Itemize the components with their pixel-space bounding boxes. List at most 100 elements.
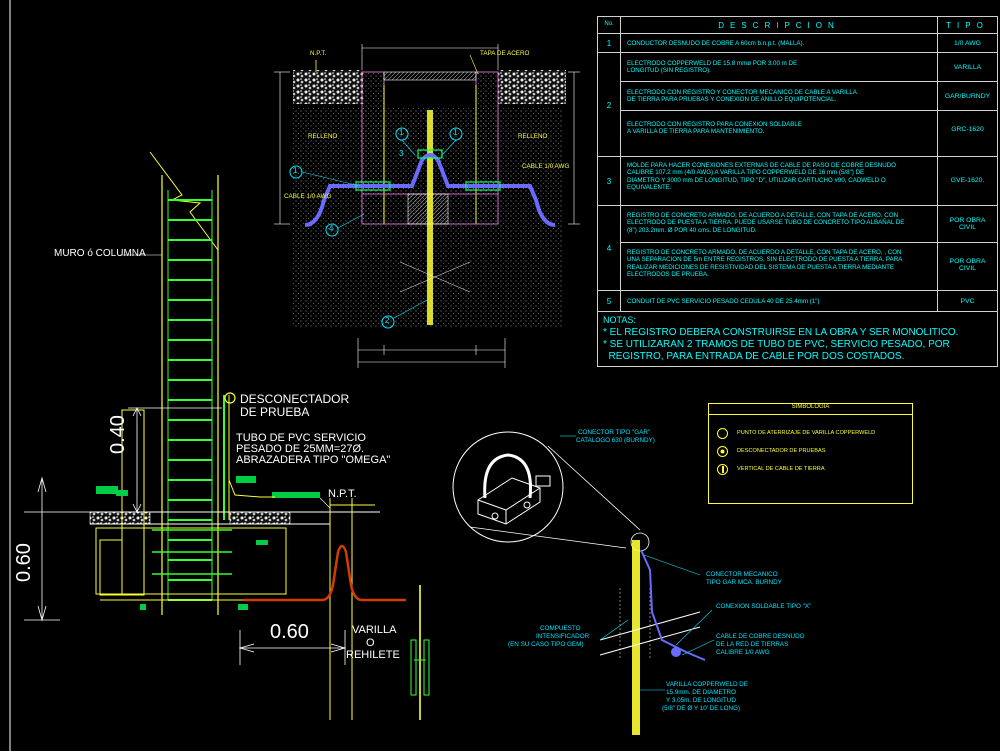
row5-desc-cell: CONDUIT DE PVC SERVICIO PESADO CEDULA 40… <box>620 290 938 312</box>
note-line-1: * EL REGISTRO DEBERA CONSTRUIRSE EN LA O… <box>603 327 959 338</box>
header-no: No. <box>604 21 614 27</box>
left-relleno-label: RELLENO <box>308 133 338 140</box>
row2c-tipo: GRC-1620 <box>951 126 984 133</box>
legend-item-label: PUNTO DE ATERRIZAJE DE VARILLA COPPERWEL… <box>737 430 876 436</box>
varilla-label-line1: VARILLA <box>352 624 397 636</box>
row1-desc-cell: CONDUCTOR DESNUDO DE COBRE A 60cm b.n.p.… <box>620 33 938 53</box>
legend-title: SIMBOLOGIA <box>709 404 912 415</box>
description-table: No. DESCRIPCION TIPO 1 CONDUCTOR DESNUDO… <box>597 16 998 367</box>
connector-detail <box>452 431 715 735</box>
row1-tipo-cell: 1/0 AWG <box>937 33 998 53</box>
row3-desc: MOLDE PARA HACER CONEXIONES EXTERNAS DE … <box>627 162 896 192</box>
conector-gar-label-line1: CONECTOR TIPO "GAR" <box>578 429 651 436</box>
section-npt-label: N.P.T. <box>310 50 327 57</box>
dim-060-horizontal-label: 0.60 <box>270 621 309 643</box>
npt-label: N.P.T. <box>328 488 357 500</box>
row4b-tipo-cell: POR OBRA CIVIL <box>937 242 998 291</box>
note-line-2: * SE UTILIZARAN 2 TRAMOS DE TUBO DE PVC,… <box>603 339 950 350</box>
desconectador-symbol-icon <box>717 446 728 457</box>
row2b-desc-cell: ELECTRODO CON REGISTRO Y CONECTOR MECANI… <box>620 81 938 111</box>
row2a-desc-cell: ELECTRODO COPPERWELD DE 15.8 mmø POR 3.0… <box>620 52 938 82</box>
row2-no: 2 <box>606 101 612 110</box>
row2b-desc: ELECTRODO CON REGISTRO Y CONECTOR MECANI… <box>627 89 857 104</box>
row3-desc-cell: MOLDE PARA HACER CONEXIONES EXTERNAS DE … <box>620 156 938 206</box>
conector-mecanico-label-line2: TIPO GAR MCA. BURNDY <box>706 579 782 586</box>
note-line-3: REGISTRO, PARA ENTRADA DE CABLE POR DOS … <box>603 351 905 362</box>
row5-tipo-cell: PVC <box>937 290 998 312</box>
row2c-desc-cell: ELECTRODO CON REGISTRO PARA CONEXION SOL… <box>620 110 938 157</box>
right-relleno-label: RELLENO <box>518 133 548 140</box>
varilla-copperweld-label-line1: VARILLA COPPERWELD DE <box>666 681 749 688</box>
desconectador-label-line2: DE PRUEBA <box>240 405 310 419</box>
left-cable-label: CABLE 1/0 AWG <box>284 193 332 200</box>
right-cable-label: CABLE 1/0 AWG <box>522 163 570 170</box>
varilla-copperweld-label-line3: Y 3.05m. DE LONGITUD <box>666 697 736 704</box>
header-tipo: TIPO <box>946 21 989 30</box>
row1-no: 1 <box>606 39 612 48</box>
row4a-desc: REGISTRO DE CONCRETO ARMADO, DE ACUERDO … <box>627 212 905 234</box>
dim-060-vertical-label: 0.60 <box>13 543 35 582</box>
row2a-desc: ELECTRODO COPPERWELD DE 15.8 mmø POR 3.0… <box>627 60 798 75</box>
row2c-desc: ELECTRODO CON REGISTRO PARA CONEXION SOL… <box>627 121 802 136</box>
conector-gar-label-line2: CATALOGO 630 (BURNDY) <box>576 437 655 444</box>
varilla-label-line2: O <box>366 637 375 649</box>
tubo-label-line3: ABRAZADERA TIPO "OMEGA" <box>236 454 391 466</box>
cable-cobre-label-line2: DE LA RED DE TIERRAS <box>716 641 789 648</box>
dim-040-label: 0.40 <box>107 415 129 454</box>
callout-1c: 1 <box>293 166 298 175</box>
callout-1a: 1 <box>399 128 404 137</box>
row5-desc: CONDUIT DE PVC SERVICIO PESADO CEDULA 40… <box>627 298 820 305</box>
tubo-label-line2: PESADO DE 25MM=27Ø. <box>236 443 365 455</box>
row2b-tipo-cell: GAR/BURNDY <box>937 81 998 111</box>
compuesto-label-line1: COMPUESTO <box>540 625 581 632</box>
tapa-acero-label: TAPA DE ACERO <box>480 50 530 57</box>
row4-no-cell: 4 <box>597 205 621 291</box>
row1-no-cell: 1 <box>597 33 621 53</box>
simbologia-legend: SIMBOLOGIA PUNTO DE ATERRIZAJE DE VARILL… <box>708 403 913 504</box>
row2c-tipo-cell: GRC-1620 <box>937 110 998 157</box>
callout-3: 3 <box>399 149 404 158</box>
header-tipo-cell: TIPO <box>937 16 998 34</box>
varilla-label-line3: REHILETE <box>346 649 400 661</box>
vertical-cable-symbol-icon <box>717 464 728 475</box>
varilla-copperweld-label-line4: (5/8" DE Ø Y 10' DE LONG) <box>662 705 741 712</box>
row4-no: 4 <box>606 244 612 253</box>
row4a-tipo: POR OBRA CIVIL <box>949 217 986 231</box>
header-descripcion: DESCRIPCION <box>718 21 840 30</box>
notes-title: NOTAS: <box>603 315 636 325</box>
compuesto-label-line3: (EN SU CASO TIPO GEM) <box>508 641 584 648</box>
row2a-tipo: VARILLA <box>953 64 982 71</box>
registro-section-detail <box>274 44 580 368</box>
row5-no: 5 <box>606 297 612 306</box>
compuesto-label-line2: INTENSIFICADOR <box>536 633 590 640</box>
row4b-desc-cell: REGISTRO DE CONCRETO ARMADO, DE ACUERDO … <box>620 242 938 291</box>
aterrizaje-symbol-icon <box>717 428 728 439</box>
row3-tipo-cell: GVE-1620. <box>937 156 998 206</box>
desconectador-label-line1: DESCONECTADOR <box>240 392 350 406</box>
legend-item-label: DESCONECTADOR DE PRUEBAS <box>737 448 826 454</box>
header-desc-cell: DESCRIPCION <box>620 16 938 34</box>
row1-desc: CONDUCTOR DESNUDO DE COBRE A 60cm b.n.p.… <box>627 40 805 47</box>
row4a-tipo-cell: POR OBRA CIVIL <box>937 205 998 243</box>
row4a-desc-cell: REGISTRO DE CONCRETO ARMADO, DE ACUERDO … <box>620 205 938 243</box>
cable-cobre-label-line3: CALIBRE 1/0 AWG <box>716 649 770 656</box>
conector-mecanico-label-line1: CONECTOR MECANICO <box>706 571 778 578</box>
tubo-label-line1: TUBO DE PVC SERVICIO <box>236 432 366 444</box>
wall-column-detail <box>24 151 430 720</box>
muro-columna-label: MURO ó COLUMNA <box>54 248 146 259</box>
row5-tipo: PVC <box>960 298 975 305</box>
conexion-soldable-label: CONEXION SOLDABLE TIPO "X" <box>716 603 812 610</box>
row2-no-cell: 2 <box>597 52 621 157</box>
row2b-tipo: GAR/BURNDY <box>944 93 991 100</box>
row2a-tipo-cell: VARILLA <box>937 52 998 82</box>
row4b-desc: REGISTRO DE CONCRETO ARMADO, DE ACUERDO … <box>627 249 903 279</box>
callout-2: 2 <box>385 316 390 325</box>
legend-item-label: VERTICAL DE CABLE DE TIERRA <box>737 466 825 472</box>
row1-tipo: 1/0 AWG <box>954 40 981 47</box>
callout-1b: 1 <box>453 128 458 137</box>
row4b-tipo: POR OBRA CIVIL <box>949 258 986 272</box>
row3-no-cell: 3 <box>597 156 621 206</box>
varilla-copperweld-label-line2: 15.9mm. DE DIAMETRO <box>666 689 736 696</box>
